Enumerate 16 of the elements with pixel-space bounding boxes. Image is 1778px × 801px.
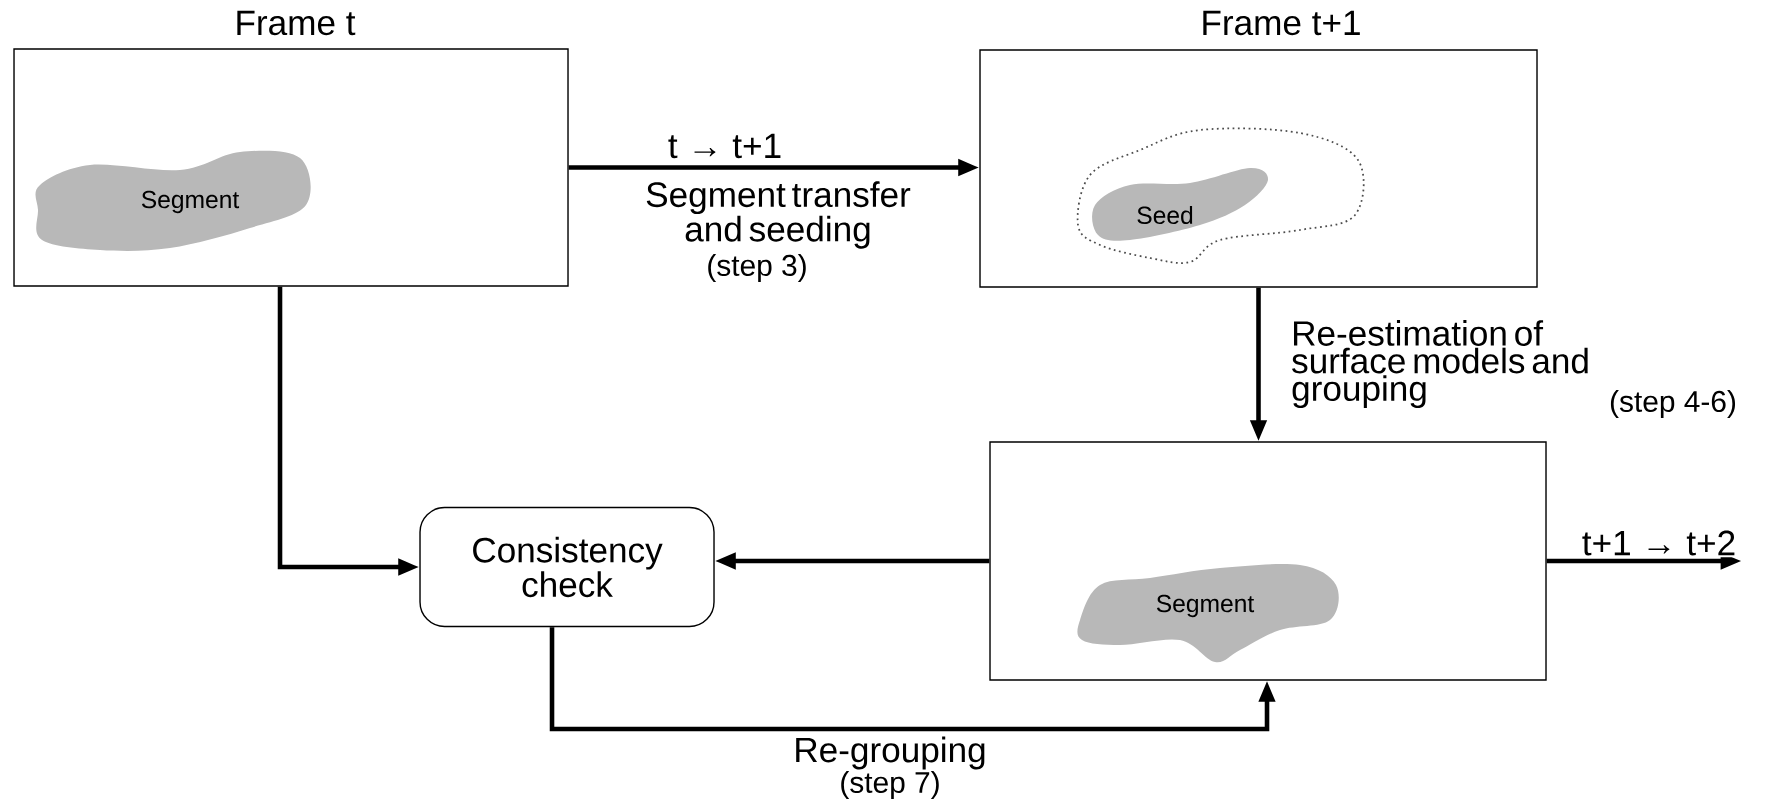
node-label: Frame t+1 <box>1203 10 1360 36</box>
seed-blob: Seed <box>1092 168 1269 241</box>
step-label: (step 3) <box>708 254 806 282</box>
edge-label: t+1 → t+2 <box>1580 528 1738 558</box>
description-text: Segment transfer and seeding <box>646 181 911 249</box>
description-text: Re-estimation of surface models and grouping <box>1292 320 1588 408</box>
frame-box <box>989 441 1547 681</box>
check-box: Consistency check <box>419 506 715 628</box>
edge-label: Re-grouping <box>791 734 989 772</box>
node-label: Frame t <box>237 10 356 36</box>
dotted-outline <box>1076 127 1365 264</box>
step-label: (step 4-6) <box>1610 390 1736 418</box>
segment-blob: Segment <box>1077 563 1339 663</box>
edge-label: t → t+1 <box>666 132 784 160</box>
segment-blob: Segment <box>35 150 311 251</box>
step-label: (step 7) <box>841 771 939 799</box>
